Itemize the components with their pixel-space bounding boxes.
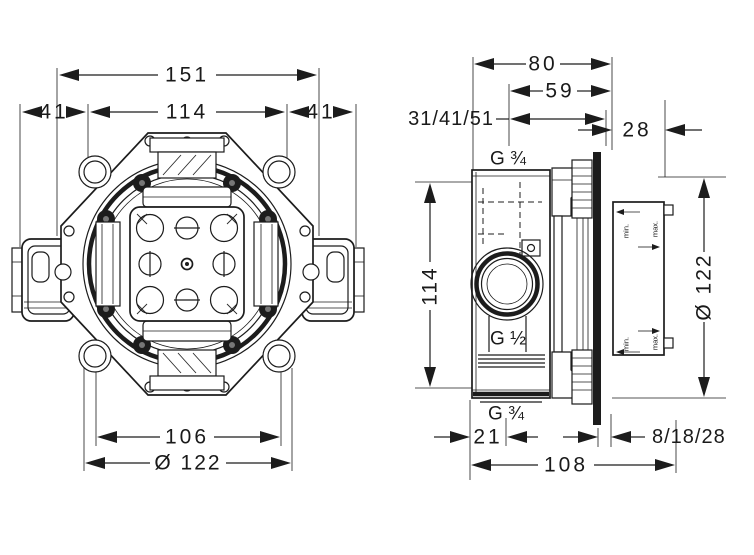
dim-diameter-122-label: Ø 122 (154, 452, 221, 475)
mounting-brackets (95, 137, 279, 391)
dim-install-depth-range: 31/41/51 (408, 108, 605, 130)
dim-body-depth: 59 (510, 80, 611, 103)
front-view: 151 41 114 41 (11, 64, 365, 475)
dim-108-label: 108 (544, 454, 588, 477)
port-label-bottom: G ¾ (488, 404, 525, 425)
dim-80-label: 80 (528, 53, 557, 76)
min-label-bottom: min. (622, 337, 631, 351)
dim-total-width: 151 (59, 64, 317, 87)
dim-8-18-28-label: 8/18/28 (652, 426, 726, 448)
dim-114-label: 114 (166, 101, 208, 124)
dim-41-right-label: 41 (306, 101, 335, 124)
dim-finish-depth-range: 8/18/28 (563, 426, 726, 448)
front-extension-lines (19, 68, 357, 471)
port-label-top: G ¾ (490, 149, 527, 170)
dim-height-114: 114 (419, 183, 442, 387)
housing-section (470, 169, 551, 403)
port-label-middle: G ½ (490, 329, 526, 350)
dim-114-vertical-label: 114 (419, 266, 442, 305)
dim-box-width-row: 41 114 41 (22, 101, 353, 124)
dim-total-depth: 80 (474, 53, 611, 76)
dim-diameter-122-side-label: Ø 122 (693, 253, 716, 320)
dim-front-diameter: Ø 122 (85, 452, 291, 475)
min-max-gauge: min. max. min. max. (612, 201, 674, 356)
dim-31-41-51-label: 31/41/51 (408, 108, 494, 130)
max-label-top: max. (651, 221, 660, 237)
pipe-connection-right (301, 238, 365, 322)
dim-side-diameter: Ø 122 (693, 178, 716, 397)
ring-screws (97, 174, 277, 354)
dim-28-label: 28 (622, 119, 651, 142)
dim-21-label: 21 (473, 426, 502, 449)
dim-hole-spacing: 106 (97, 426, 280, 449)
dim-151-label: 151 (165, 64, 209, 87)
cartridge-assembly (551, 159, 593, 405)
side-extension-lines (415, 57, 726, 480)
dim-41-left-label: 41 (39, 101, 68, 124)
carrier-plate (129, 206, 245, 322)
min-label-top: min. (622, 224, 631, 238)
dim-port-inset: 21 (434, 426, 538, 449)
dim-front-clearance: 28 (578, 119, 702, 142)
side-view: 80 59 31/41/51 28 (408, 53, 726, 480)
max-label-bottom: max. (651, 334, 660, 350)
dim-base-width: 108 (471, 454, 675, 477)
dim-106-label: 106 (165, 426, 209, 449)
cover-plate (593, 152, 601, 425)
dim-59-label: 59 (545, 80, 574, 103)
